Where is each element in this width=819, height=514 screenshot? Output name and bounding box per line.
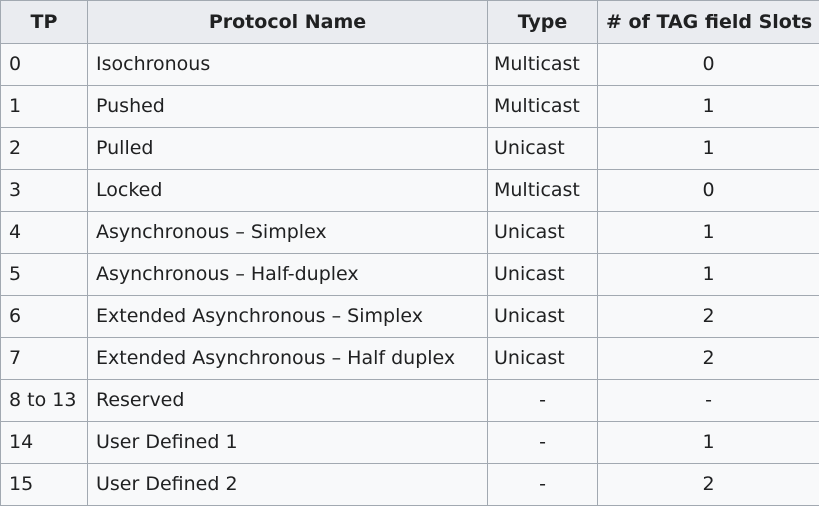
cell-tag-slots: 1 xyxy=(597,211,819,254)
cell-protocol-name: Extended Asynchronous – Simplex xyxy=(87,295,488,338)
table-row: 8 to 13 Reserved - - xyxy=(0,379,819,422)
table-row: 15 User Defined 2 - 2 xyxy=(0,463,819,506)
table-row: 3 Locked Multicast 0 xyxy=(0,169,819,212)
table-row: 6 Extended Asynchronous – Simplex Unicas… xyxy=(0,295,819,338)
cell-tp: 7 xyxy=(0,337,88,380)
table-row: 0 Isochronous Multicast 0 xyxy=(0,43,819,86)
header-type: Type xyxy=(487,0,598,44)
cell-tag-slots: 0 xyxy=(597,43,819,86)
cell-tag-slots: 1 xyxy=(597,253,819,296)
cell-protocol-name: Asynchronous – Simplex xyxy=(87,211,488,254)
cell-protocol-name: Pulled xyxy=(87,127,488,170)
cell-type: Unicast xyxy=(487,295,598,338)
cell-protocol-name: Extended Asynchronous – Half duplex xyxy=(87,337,488,380)
cell-type: - xyxy=(487,463,598,506)
cell-tp: 4 xyxy=(0,211,88,254)
header-tp: TP xyxy=(0,0,88,44)
cell-type: Unicast xyxy=(487,337,598,380)
cell-protocol-name: User Defined 1 xyxy=(87,421,488,464)
cell-type: Unicast xyxy=(487,253,598,296)
cell-tag-slots: 0 xyxy=(597,169,819,212)
cell-protocol-name: User Defined 2 xyxy=(87,463,488,506)
cell-type: Multicast xyxy=(487,85,598,128)
cell-tp: 3 xyxy=(0,169,88,212)
cell-tag-slots: 2 xyxy=(597,295,819,338)
cell-tag-slots: 2 xyxy=(597,463,819,506)
table-row: 5 Asynchronous – Half-duplex Unicast 1 xyxy=(0,253,819,296)
cell-tp: 6 xyxy=(0,295,88,338)
cell-protocol-name: Locked xyxy=(87,169,488,212)
table-row: 2 Pulled Unicast 1 xyxy=(0,127,819,170)
cell-tag-slots: 1 xyxy=(597,421,819,464)
table-row: 1 Pushed Multicast 1 xyxy=(0,85,819,128)
cell-tp: 8 to 13 xyxy=(0,379,88,422)
cell-type: Multicast xyxy=(487,169,598,212)
cell-tag-slots: 1 xyxy=(597,85,819,128)
cell-type: Unicast xyxy=(487,211,598,254)
table-header: TP Protocol Name Type # of TAG field Slo… xyxy=(0,0,819,44)
cell-tp: 1 xyxy=(0,85,88,128)
cell-type: Multicast xyxy=(487,43,598,86)
header-row: TP Protocol Name Type # of TAG field Slo… xyxy=(0,0,819,44)
cell-tp: 2 xyxy=(0,127,88,170)
cell-type: Unicast xyxy=(487,127,598,170)
cell-protocol-name: Isochronous xyxy=(87,43,488,86)
cell-tp: 14 xyxy=(0,421,88,464)
table-row: 4 Asynchronous – Simplex Unicast 1 xyxy=(0,211,819,254)
cell-tag-slots: 1 xyxy=(597,127,819,170)
cell-type: - xyxy=(487,421,598,464)
cell-protocol-name: Pushed xyxy=(87,85,488,128)
table-row: 14 User Defined 1 - 1 xyxy=(0,421,819,464)
cell-tp: 15 xyxy=(0,463,88,506)
cell-tag-slots: 2 xyxy=(597,337,819,380)
cell-type: - xyxy=(487,379,598,422)
cell-tp: 5 xyxy=(0,253,88,296)
table-body: 0 Isochronous Multicast 0 1 Pushed Multi… xyxy=(0,43,819,506)
header-protocol-name: Protocol Name xyxy=(87,0,488,44)
cell-protocol-name: Asynchronous – Half-duplex xyxy=(87,253,488,296)
cell-tag-slots: - xyxy=(597,379,819,422)
table-row: 7 Extended Asynchronous – Half duplex Un… xyxy=(0,337,819,380)
cell-protocol-name: Reserved xyxy=(87,379,488,422)
cell-tp: 0 xyxy=(0,43,88,86)
header-tag-slots: # of TAG field Slots xyxy=(597,0,819,44)
